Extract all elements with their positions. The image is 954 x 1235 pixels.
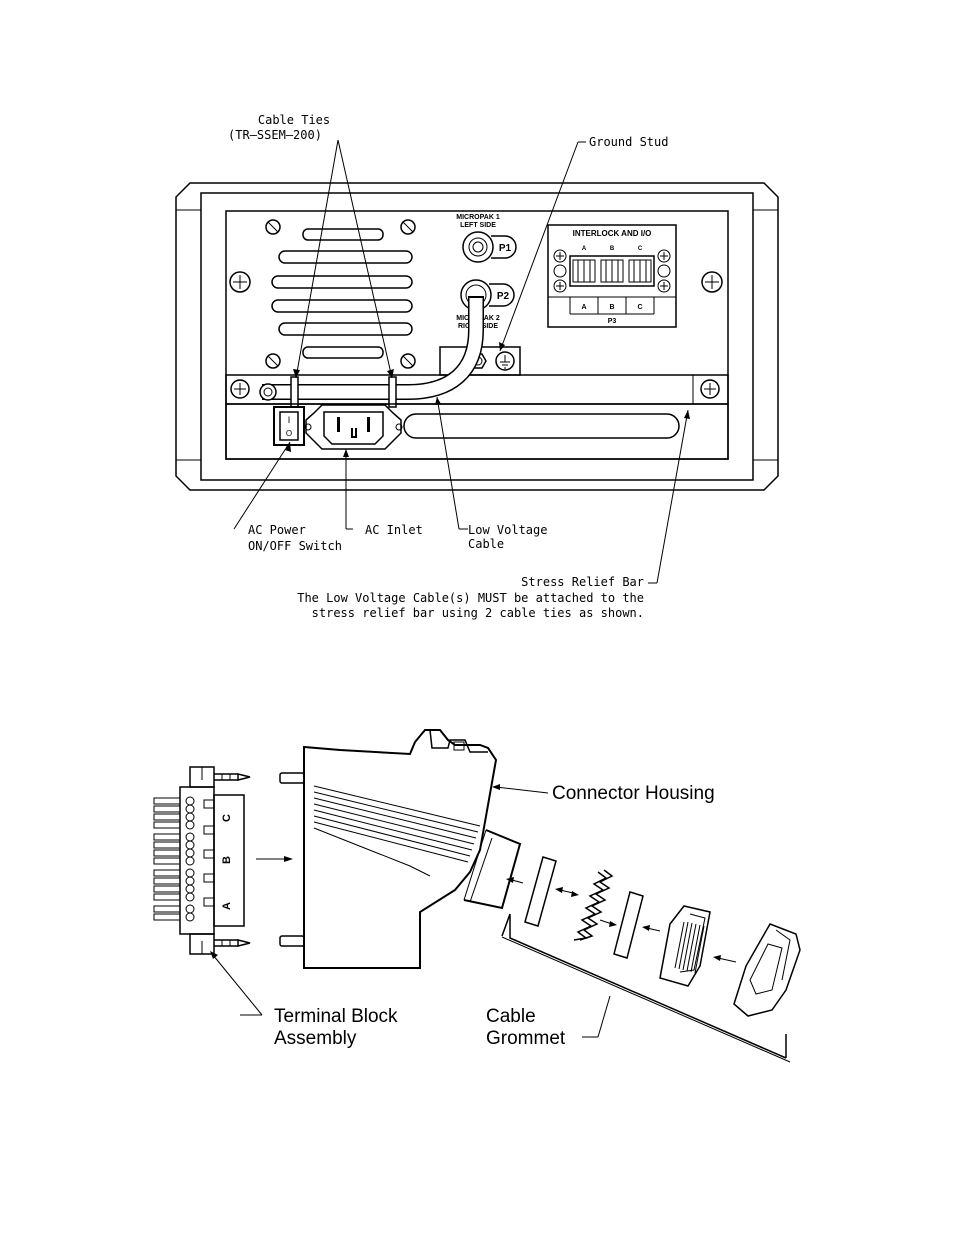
io-b-top-label: B xyxy=(610,246,615,252)
panel-screw xyxy=(701,271,723,293)
io-c-top-label: C xyxy=(638,246,643,252)
fan-screw-icon xyxy=(265,353,281,369)
low-voltage-label: Low Voltage xyxy=(468,523,547,537)
terminal-block: C B A xyxy=(153,766,251,955)
ground-stud-label: Ground Stud xyxy=(589,135,668,149)
p1-label: P1 xyxy=(499,243,512,254)
fan-screw-icon xyxy=(265,219,281,235)
cable-label: Cable xyxy=(486,1006,536,1027)
assembly-arrows xyxy=(506,877,737,963)
io-screw-icon xyxy=(657,264,671,278)
chassis-bezel xyxy=(175,182,779,491)
io-c-label: C xyxy=(637,304,642,311)
connector-housing xyxy=(279,729,522,969)
interlock-io-connector: INTERLOCK AND I/O A B C A B xyxy=(547,224,677,328)
p2-connector: P2 MICROPAK 2 RIGHT SIDE xyxy=(456,279,515,330)
connector-housing-label: Connector Housing xyxy=(552,783,715,804)
leader-lines-top xyxy=(233,139,689,584)
terminal-leader-arrow xyxy=(210,951,218,959)
io-screw-icon xyxy=(553,249,567,263)
terminal-pin-bottom xyxy=(189,933,251,955)
p2-label: P2 xyxy=(497,291,510,302)
grommet-bracket xyxy=(501,913,787,1059)
connector-assembly-diagram: C B A xyxy=(153,729,801,1063)
io-screw-icon xyxy=(553,264,567,278)
low-voltage-cable-label: Cable xyxy=(468,537,504,551)
housing-ribs xyxy=(313,785,481,863)
lower-panel xyxy=(225,403,729,460)
grommet-nut xyxy=(659,905,711,987)
block-letter-b: B xyxy=(221,856,233,864)
block-letter-a: A xyxy=(221,902,233,910)
cable-end-icon xyxy=(259,383,277,401)
leader-arrows-top xyxy=(285,342,690,457)
grommet-washer-1 xyxy=(524,856,557,927)
io-a-label: A xyxy=(581,304,586,311)
grommet-cap xyxy=(733,923,801,1017)
terminal-wire-fins xyxy=(153,797,181,921)
bar-screw-icon xyxy=(230,379,250,399)
grommet-spring xyxy=(573,869,614,941)
interlock-io-title: INTERLOCK AND I/O xyxy=(573,229,652,238)
note-line-2: stress relief bar using 2 cable ties as … xyxy=(312,606,644,620)
p3-label: P3 xyxy=(608,318,617,325)
io-screw-icon xyxy=(553,279,567,293)
on-off-switch-label: ON/OFF Switch xyxy=(248,539,342,553)
cable-tie-left xyxy=(290,376,299,408)
ac-inlet-label: AC Inlet xyxy=(365,523,423,537)
cable-ties-part-label: (TR–SSEM–200) xyxy=(228,128,322,142)
rear-panel-diagram: MICROPAK 1 LEFT SIDE P1 P2 MICROPAK 2 RI… xyxy=(175,113,779,620)
terminal-screws xyxy=(185,796,195,922)
low-voltage-cable xyxy=(266,298,483,399)
io-b-label: B xyxy=(609,304,614,311)
grommet-bracket-line xyxy=(501,936,791,1063)
lower-vent-slot xyxy=(403,413,680,439)
io-a-top-label: A xyxy=(582,246,587,252)
housing-leader-arrow xyxy=(492,784,500,790)
switch-off-label: O xyxy=(286,429,292,438)
switch-on-label: I xyxy=(288,415,291,425)
io-screw-icon xyxy=(657,279,671,293)
micropak1-side-label: LEFT SIDE xyxy=(460,222,496,229)
block-letter-c: C xyxy=(221,814,233,822)
leader-lines-bottom xyxy=(212,786,611,1038)
assembly-label: Assembly xyxy=(274,1028,357,1049)
ac-power-label: AC Power xyxy=(248,523,306,537)
terminal-pin-top xyxy=(189,766,251,788)
terminal-block-label: Terminal Block xyxy=(274,1006,398,1027)
ac-inlet[interactable] xyxy=(304,404,403,450)
micropak1-label: MICROPAK 1 xyxy=(456,214,500,221)
cable-tie-right xyxy=(388,376,397,408)
grommet-washer-2 xyxy=(613,891,644,959)
power-switch[interactable]: I O xyxy=(273,406,305,446)
io-screw-icon xyxy=(657,249,671,263)
bar-screw-icon xyxy=(700,379,720,399)
fan-screw-icon xyxy=(400,353,416,369)
p1-connector: MICROPAK 1 LEFT SIDE P1 xyxy=(456,214,517,263)
fan-grille xyxy=(265,219,416,369)
panel-screw xyxy=(229,271,251,293)
grommet-label: Grommet xyxy=(486,1028,566,1049)
note-line-1: The Low Voltage Cable(s) MUST be attache… xyxy=(297,591,644,605)
stress-relief-bar-label: Stress Relief Bar xyxy=(521,575,644,589)
cable-ties-label: Cable Ties xyxy=(258,113,330,127)
fan-screw-icon xyxy=(400,219,416,235)
